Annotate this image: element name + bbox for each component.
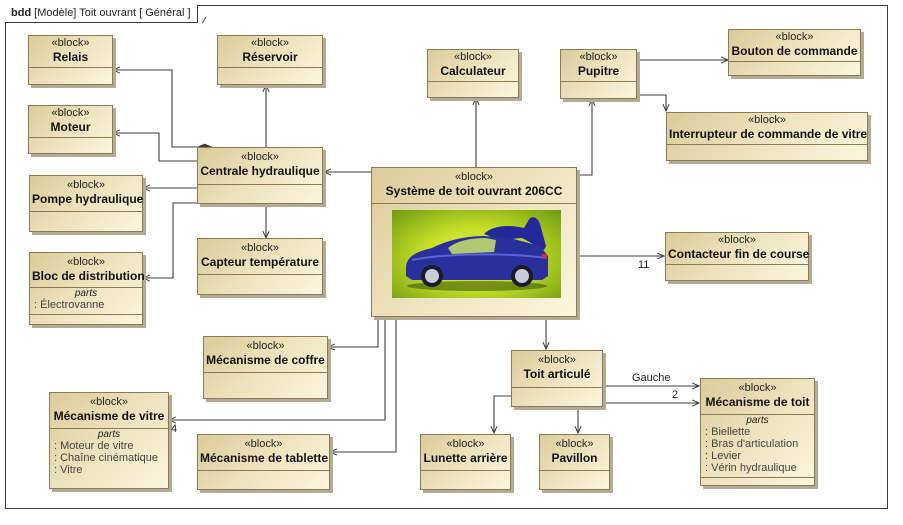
block-name: Bouton de commande [731,44,858,58]
block-capteur-temperature[interactable]: «block»Capteur température [197,238,323,295]
block-name: Relais [52,50,89,64]
block-moteur[interactable]: «block»Moteur [28,105,113,154]
part-item: : Bras d'articulation [705,438,799,450]
part-item: : Chaîne cinématique [54,452,158,464]
relation-systeme-pupitre[interactable] [577,99,592,175]
relation-centrale-moteur[interactable] [113,133,197,161]
block-name: Capteur température [200,255,320,269]
stereotype-label: «block» [241,151,279,163]
part-item: : Levier [705,450,742,462]
block-name: Toit articulé [523,367,591,381]
block-relais[interactable]: «block»Relais [28,35,113,85]
block-name: Interrupteur de commande de vitre [669,127,868,141]
stereotype-label: «block» [738,382,777,394]
multiplicity-contacteur: 11 [638,259,650,271]
block-name: Calculateur [440,64,506,78]
relation-centrale-relais[interactable] [113,70,197,147]
block-name: Pompe hydraulique [32,192,144,206]
block-name: Système de toit ouvrant 206CC [385,184,563,198]
relation-systeme-tablette[interactable] [330,317,396,452]
block-name: Mécanisme de vitre [53,409,165,423]
diagram-header: bdd[Modèle] Toit ouvrant [ Général ] [5,5,198,23]
stereotype-label: «block» [775,31,814,43]
parts-label: parts [746,415,769,426]
role-gauche: Gauche [632,372,671,384]
block-contacteur-fin-de-course[interactable]: «block»Contacteur fin de course [665,232,809,281]
stereotype-label: «block» [538,354,576,366]
part-item: : Vitre [54,464,83,476]
stereotype-label: «block» [241,242,279,254]
block-name: Centrale hydraulique [200,164,320,178]
relation-centrale-bloc[interactable] [143,203,197,278]
block-name: Bloc de distribution [32,269,145,283]
block-name: Mécanisme de tablette [200,451,329,465]
part-item: : Électrovanne [34,299,105,311]
stereotype-label: «block» [67,256,105,268]
block-reservoir[interactable]: «block»Réservoir [217,35,323,85]
block-name: Lunette arrière [423,451,508,465]
part-item: : Moteur de vitre [54,440,134,452]
parts-label: parts [74,288,98,299]
stereotype-label: «block» [555,438,594,450]
block-name: Contacteur fin de course [668,247,810,261]
block-name: Mécanisme de coffre [206,353,325,367]
block-name: Moteur [50,120,91,134]
block-pavillon[interactable]: «block»Pavillon [539,434,610,490]
block-centrale-hydraulique[interactable]: «block»Centrale hydraulique [197,147,323,204]
block-name: Réservoir [242,50,298,64]
multiplicity-toit: 2 [672,389,679,401]
block-pupitre[interactable]: «block»Pupitre [560,49,637,99]
stereotype-label: «block» [67,179,105,191]
block-interrupteur[interactable]: «block»Interrupteur de commande de vitre [666,112,868,161]
block-calculateur[interactable]: «block»Calculateur [427,49,519,98]
block-mecanisme-de-coffre[interactable]: «block»Mécanisme de coffre [203,336,328,399]
block-name: Pavillon [551,451,598,465]
diagram-title: [Modèle] Toit ouvrant [ Général ] [34,7,191,19]
stereotype-label: «block» [579,51,618,63]
stereotype-label: «block» [244,438,283,450]
block-mecanisme-de-tablette[interactable]: «block»Mécanisme de tablette [197,434,330,490]
stereotype-label: «block» [51,107,90,119]
part-item: : Biellette [705,426,751,438]
block-mecanisme-de-vitre[interactable]: «block»Mécanisme de vitre parts : Moteur… [49,392,169,489]
stereotype-label: «block» [251,37,289,49]
car-convertible-image [392,210,561,298]
block-name: Pupitre [577,64,620,78]
stereotype-label: «block» [718,234,756,246]
relation-toit-lunette[interactable] [494,396,511,433]
multiplicity-vitre: 4 [171,423,178,435]
stereotype-label: «block» [748,114,786,126]
stereotype-label: «block» [446,438,485,450]
diagram-kind: bdd [11,7,32,19]
block-lunette-arriere[interactable]: «block»Lunette arrière [420,434,511,490]
relation-systeme-coffre[interactable] [328,317,378,347]
stereotype-label: «block» [454,51,492,63]
stereotype-label: «block» [455,171,493,183]
block-mecanisme-de-toit[interactable]: «block»Mécanisme de toit parts : Biellet… [700,378,815,486]
parts-label: parts [97,429,121,440]
block-toit-articule[interactable]: «block»Toit articulé [511,350,603,407]
stereotype-label: «block» [90,396,128,408]
block-bloc-de-distribution[interactable]: «block»Bloc de distribution parts : Élec… [29,252,145,325]
relation-pupitre-interrupteur[interactable] [637,95,666,111]
block-name: Mécanisme de toit [705,395,810,409]
block-bouton-de-commande[interactable]: «block»Bouton de commande [728,29,861,76]
stereotype-label: «block» [51,37,90,49]
block-pompe-hydraulique[interactable]: «block»Pompe hydraulique [29,175,143,232]
part-item: : Vérin hydraulique [705,462,797,474]
stereotype-label: «block» [246,340,285,352]
